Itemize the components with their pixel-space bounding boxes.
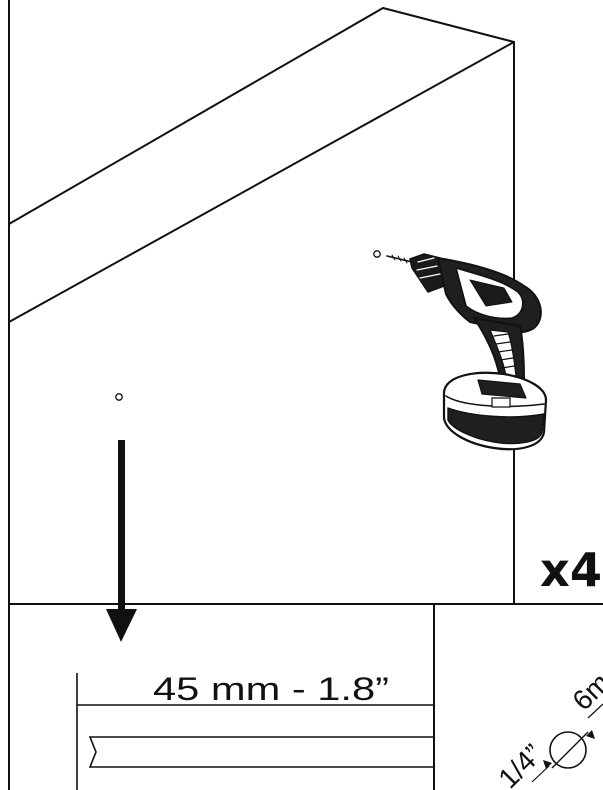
quantity-label: x4 <box>540 543 602 597</box>
pilot-hole-icon <box>115 393 123 401</box>
drill-icon <box>386 253 548 451</box>
down-arrow-icon <box>106 440 137 642</box>
wall-panel <box>8 6 515 604</box>
screw-length-label: 45 mm - 1.8” <box>153 671 389 707</box>
pilot-hole-icon <box>373 250 381 258</box>
drill-bit-imperial-label: 1/4” <box>492 738 548 790</box>
screw-length-diagram <box>76 673 434 790</box>
drill-bit-size-diagram <box>531 703 603 783</box>
